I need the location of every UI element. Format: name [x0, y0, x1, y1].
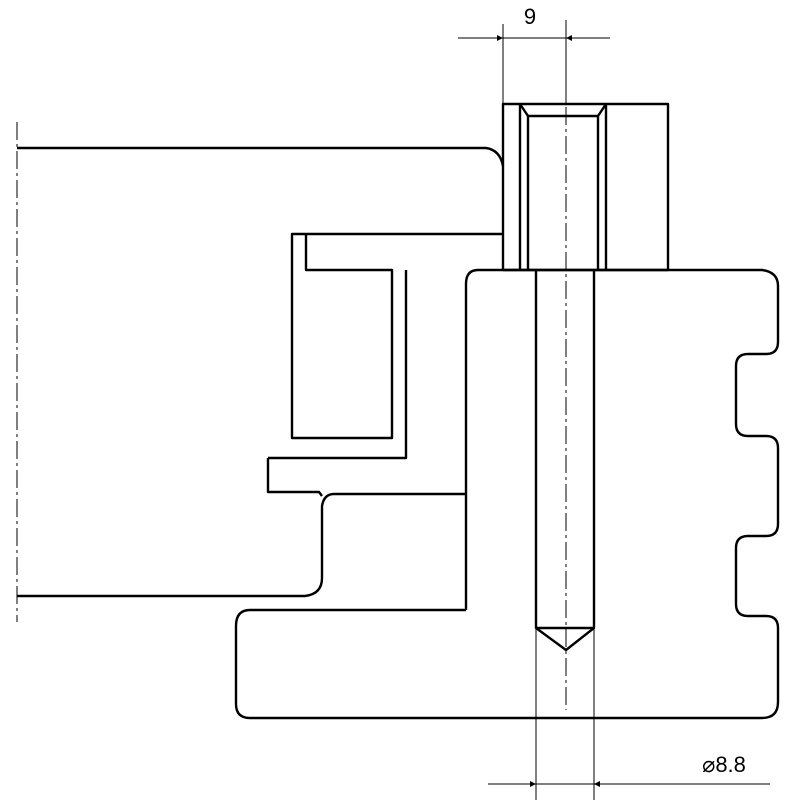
bore-right-taper: [596, 103, 607, 270]
recess-box: [290, 232, 503, 440]
left-bracket-outline: [17, 146, 505, 598]
dim-bottom-label: ⌀8.8: [702, 752, 746, 777]
bore-left-taper: [519, 103, 530, 270]
bracket-inner-step: [266, 270, 408, 497]
dim-top-label: 9: [524, 4, 536, 29]
main-body-outline: [234, 268, 780, 720]
pin-shank: [534, 270, 596, 652]
